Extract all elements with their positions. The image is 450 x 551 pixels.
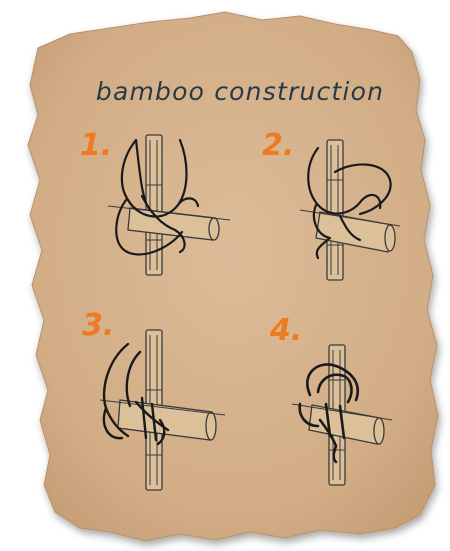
step-number-3: 3.	[82, 308, 114, 343]
step-number-4: 4.	[269, 313, 302, 348]
step-number-1: 1.	[80, 128, 112, 163]
vertical-bamboo-pole-2	[327, 140, 343, 280]
diagram-title: bamboo construction	[96, 77, 384, 106]
step-number-2: 2.	[262, 128, 294, 163]
